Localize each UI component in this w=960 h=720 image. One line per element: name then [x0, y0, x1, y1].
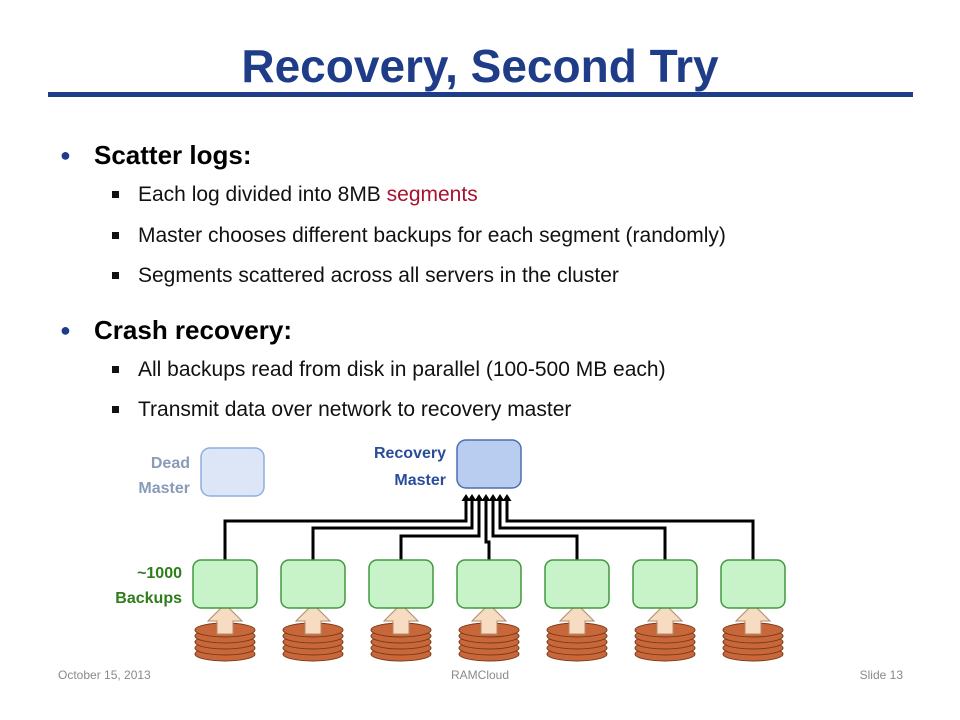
- square-bullet-icon: [112, 272, 119, 279]
- upload-arrow: [646, 603, 684, 635]
- recovery-master-label: Master: [394, 472, 446, 489]
- dead-master-label: Master: [138, 480, 190, 497]
- subbullet-text: All backups read from disk in parallel (…: [138, 358, 666, 381]
- recovery-master-label: Recovery: [374, 445, 446, 462]
- upload-arrow: [206, 603, 244, 635]
- dead-master: Dead Master: [138, 447, 265, 497]
- bullet-label: Crash recovery:: [94, 315, 292, 345]
- subbullet-text: Each log divided into 8MB: [138, 183, 387, 206]
- backups-count-label: ~1000: [137, 565, 182, 582]
- footer-date: October 15, 2013: [58, 668, 151, 682]
- bullet-dot-icon: ●: [60, 320, 71, 340]
- bullet-dot-icon: ●: [60, 145, 71, 165]
- slide-title: Recovery, Second Try: [241, 40, 719, 92]
- connector-line: [223, 494, 471, 560]
- square-bullet-icon: [112, 366, 119, 373]
- backups-label: ~1000 Backups: [115, 565, 182, 607]
- backup-server: [544, 559, 610, 609]
- backup-server: [456, 559, 522, 609]
- backup-server: [720, 559, 786, 609]
- upload-arrow: [470, 603, 508, 635]
- bullet-list: ● Scatter logs: Each log divided into 8M…: [60, 140, 726, 421]
- bullet-label: Scatter logs:: [94, 140, 252, 170]
- connector-line: [495, 494, 667, 560]
- backup-server: [632, 559, 698, 609]
- backup-server: [368, 559, 434, 609]
- disk-stack: [370, 622, 432, 662]
- footer-center: RAMCloud: [450, 668, 510, 682]
- connector-line: [481, 494, 491, 560]
- upload-arrow: [382, 603, 420, 635]
- disk-stack: [458, 622, 520, 662]
- dead-master-box: [200, 447, 265, 497]
- disk-stack: [722, 622, 784, 662]
- upload-arrow: [558, 603, 596, 635]
- connector-line: [311, 494, 477, 560]
- subbullet-text: Transmit data over network to recovery m…: [138, 398, 572, 421]
- subbullet-text: Segments scattered across all servers in…: [138, 264, 619, 287]
- title-underline: [48, 92, 913, 97]
- square-bullet-icon: [112, 406, 119, 413]
- segments-highlight: segments: [386, 183, 478, 206]
- recovery-master: Recovery Master: [374, 439, 522, 489]
- connector-line: [502, 494, 755, 560]
- footer-slide-number: Slide 13: [859, 668, 903, 682]
- upload-arrow: [734, 603, 772, 635]
- square-bullet-icon: [112, 191, 119, 198]
- backups-label-text: Backups: [115, 590, 182, 607]
- disk-stack: [282, 622, 344, 662]
- square-bullet-icon: [112, 232, 119, 239]
- recovery-master-box: [456, 439, 522, 489]
- backup-server: [192, 559, 258, 609]
- connector-line: [399, 494, 484, 560]
- upload-arrow: [294, 603, 332, 635]
- backup-server: [280, 559, 346, 609]
- network-connectors: [223, 494, 755, 560]
- subbullet-text: Master chooses different backups for eac…: [138, 224, 726, 247]
- backup-servers: [192, 559, 786, 662]
- connector-line: [488, 494, 579, 560]
- dead-master-label: Dead: [151, 455, 190, 472]
